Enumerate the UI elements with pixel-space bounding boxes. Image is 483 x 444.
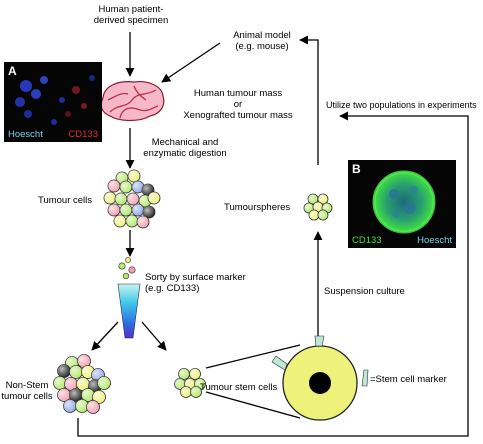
- label-specimen: Human patient- derived specimen: [93, 4, 169, 26]
- cell-highlight: [148, 192, 160, 204]
- cell-highlight: [120, 204, 132, 216]
- cell-highlight: [108, 204, 120, 216]
- cell-highlight: [126, 215, 138, 227]
- panel-a-image: [15, 75, 95, 125]
- label-sort: Sorty by surface marker (e.g. CD133): [145, 272, 246, 294]
- stem-marker-left: [271, 355, 288, 371]
- cell-highlight: [69, 388, 83, 402]
- cell-highlight: [53, 376, 67, 390]
- cell-highlight: [115, 193, 127, 205]
- label-tumour-mass: Human tumour mass or Xenografted tumour …: [183, 88, 293, 121]
- panel-b-stain-hoescht: Hoescht: [417, 235, 452, 246]
- cell-highlight: [63, 399, 77, 413]
- stem-marker-legend-icon: [361, 369, 369, 387]
- cell-highlight: [180, 386, 192, 398]
- cell-highlight: [120, 181, 132, 193]
- cell-highlight: [308, 194, 318, 204]
- cell-highlight: [132, 204, 144, 216]
- stem-cell-large: [271, 335, 369, 421]
- label-suspension: Suspension culture: [324, 286, 405, 297]
- sort-tube: [117, 283, 141, 339]
- arrow-tube-to-stem: [141, 321, 167, 351]
- cell-highlight: [76, 377, 90, 391]
- cell-highlight: [174, 378, 186, 390]
- arrow-spheres-to-animal: [299, 35, 319, 165]
- tumour-cells-cluster: [103, 169, 161, 229]
- cell-highlight: [57, 388, 71, 402]
- cell-highlight: [92, 390, 106, 404]
- cell-highlight: [97, 376, 111, 390]
- cell-highlight: [190, 386, 202, 398]
- tumour-mass: [100, 81, 165, 122]
- arrow-feedback-loop: [77, 111, 469, 437]
- label-stem-cells: Tumour stem cells: [200, 382, 278, 393]
- flow-arrows: [77, 32, 469, 437]
- cell-highlight: [104, 192, 116, 204]
- cell-highlight: [189, 368, 201, 380]
- cell-highlight: [69, 365, 83, 379]
- panel-a-letter: A: [8, 64, 17, 78]
- cell-highlight: [137, 216, 149, 228]
- label-tumour-cells: Tumour cells: [38, 195, 93, 206]
- label-tumourspheres: Tumourspheres: [224, 202, 291, 213]
- cell-highlight: [132, 181, 144, 193]
- cell-highlight: [143, 206, 155, 218]
- cell-highlight: [86, 400, 100, 414]
- panel-b-image: [372, 170, 436, 234]
- cell-highlight: [77, 354, 91, 368]
- cell-highlight: [127, 193, 139, 205]
- stem-marker-top: [314, 335, 325, 347]
- cell-highlight: [57, 364, 71, 378]
- cell-highlight: [178, 368, 190, 380]
- panel-a-stain-cd133: CD133: [68, 129, 98, 140]
- panel-b-stain-cd133: CD133: [352, 235, 382, 246]
- label-utilize: Utilize two populations in experiments: [326, 100, 477, 110]
- micrograph-panel-b: B CD133 Hoescht: [348, 160, 456, 248]
- cell-highlight: [128, 170, 140, 182]
- label-marker-legend: =Stem cell marker: [370, 374, 447, 385]
- cell-highlight: [309, 210, 319, 220]
- tumourspheres-cluster: [303, 193, 333, 221]
- sort-droplets: [118, 257, 136, 280]
- cell-highlight: [318, 194, 328, 204]
- non-stem-cells-cluster: [53, 354, 111, 414]
- stem-cells-cluster: [174, 368, 206, 398]
- label-digestion: Mechanical and enzymatic digestion: [143, 137, 227, 159]
- panel-a-stain-hoescht: Hoescht: [8, 129, 43, 140]
- label-animal-model: Animal model (e.g. mouse): [233, 30, 291, 52]
- cell-highlight: [108, 180, 120, 192]
- cell-highlight: [114, 215, 126, 227]
- cell-highlight: [64, 377, 78, 391]
- label-non-stem: Non-Stem tumour cells: [1, 380, 53, 402]
- arrow-tube-to-nonstem: [91, 321, 119, 351]
- cell-highlight: [313, 202, 323, 212]
- arrow-animal-to-tumour: [161, 42, 221, 83]
- panel-b-letter: B: [352, 162, 361, 176]
- micrograph-panel-a: A Hoescht CD133: [4, 62, 102, 142]
- cell-highlight: [81, 388, 95, 402]
- cell-highlight: [75, 399, 89, 413]
- cell-highlight: [318, 210, 328, 220]
